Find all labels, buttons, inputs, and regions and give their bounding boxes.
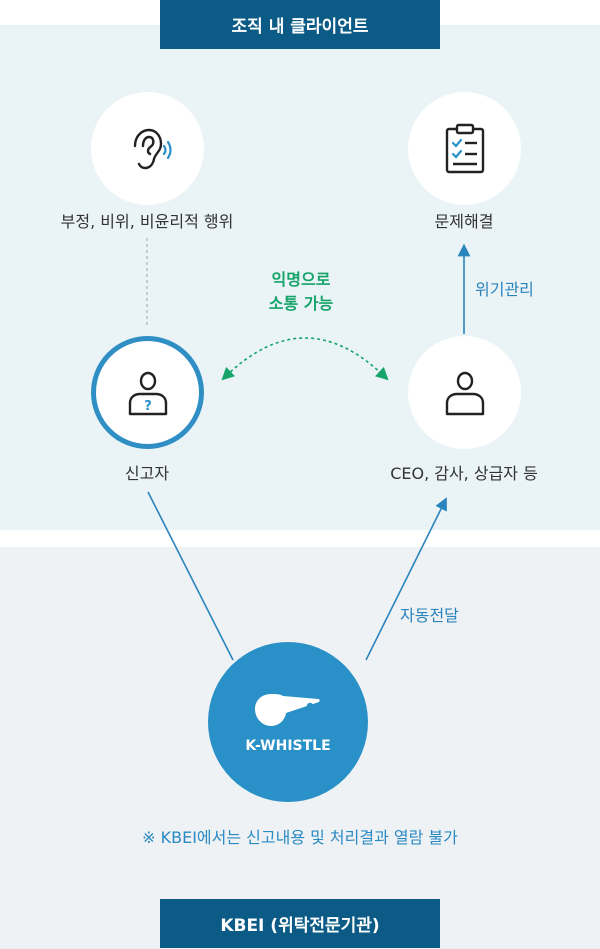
anonymous-arrow [221, 337, 389, 381]
resolution-circle [408, 92, 521, 205]
person-icon [445, 371, 484, 415]
ear-icon [133, 128, 172, 169]
reporter-label: 신고자 [124, 464, 170, 483]
misconduct-label: 부정, 비위, 비윤리적 행위 [60, 212, 234, 231]
anonymous-label: 익명으로 소통 가능 [269, 268, 333, 316]
kwhistle-circle: K-WHISTLE [208, 642, 368, 802]
clipboard-checklist-icon [445, 123, 484, 173]
anonymous-label-line2: 소통 가능 [268, 294, 334, 313]
kbei-tag: KBEI (위탁전문기관) [160, 899, 440, 948]
note-text: ※ KBEI에서는 신고내용 및 처리결과 열람 불가 [142, 828, 458, 847]
kwhistle-label: K-WHISTLE [245, 738, 331, 754]
resolution-label: 문제해결 [434, 212, 494, 231]
auto-forward-arrow [365, 497, 447, 661]
auto-forward-label: 자동전달 [400, 606, 459, 625]
anonymous-person-icon: ? [128, 371, 167, 415]
management-label: CEO, 감사, 상급자 등 [390, 464, 538, 483]
management-circle [408, 336, 521, 449]
misconduct-circle [91, 92, 204, 205]
reporter-to-kwhistle-line [147, 491, 234, 661]
reporter-circle: ? [91, 336, 204, 449]
svg-text:?: ? [144, 399, 152, 414]
organization-tag: 조직 내 클라이언트 [160, 0, 440, 49]
crisis-label: 위기관리 [475, 280, 534, 299]
anonymous-label-line1: 익명으로 [271, 270, 331, 289]
whistle-icon [255, 694, 320, 726]
